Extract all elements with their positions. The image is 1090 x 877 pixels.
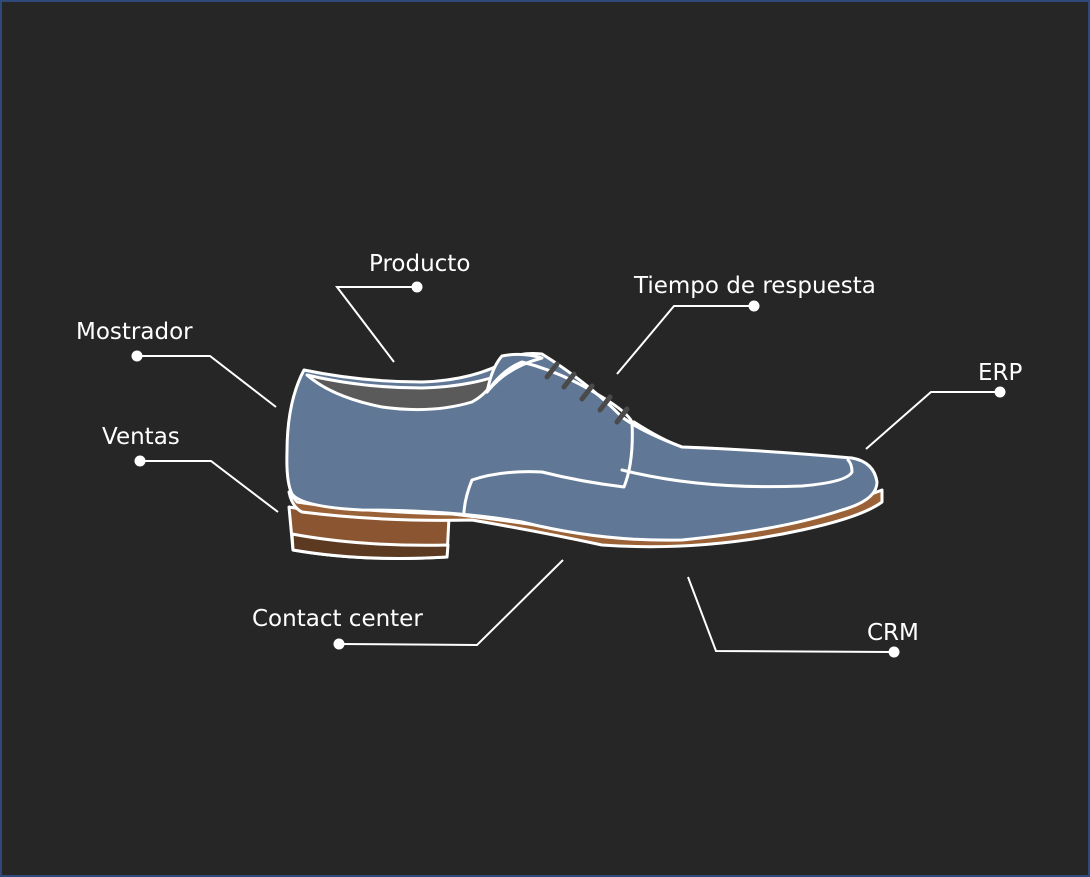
leader-ventas bbox=[140, 460, 279, 513]
shoe-icon bbox=[285, 352, 884, 560]
leader-contact-center bbox=[338, 559, 564, 647]
label-mostrador: Mostrador bbox=[76, 319, 193, 345]
apron-stitch bbox=[620, 458, 854, 489]
leader-dots bbox=[131, 281, 1006, 658]
leader-crm bbox=[687, 576, 895, 653]
heel-bottom-layer bbox=[290, 532, 450, 560]
dot-mostrador bbox=[131, 350, 143, 362]
leader-erp bbox=[865, 391, 1000, 450]
dot-producto bbox=[411, 281, 423, 293]
dot-erp bbox=[994, 386, 1006, 398]
dot-contact-center bbox=[333, 638, 345, 650]
label-ventas: Ventas bbox=[102, 424, 180, 450]
dot-ventas bbox=[134, 455, 146, 467]
leader-mostrador bbox=[137, 355, 277, 408]
leader-lines bbox=[137, 286, 1000, 653]
shoe-tongue bbox=[485, 352, 544, 394]
label-erp: ERP bbox=[978, 360, 1023, 386]
eyelet-flap bbox=[462, 360, 634, 514]
leader-tiempo-respuesta bbox=[616, 305, 754, 375]
label-producto: Producto bbox=[369, 251, 470, 277]
label-tiempo-respuesta: Tiempo de respuesta bbox=[633, 273, 876, 299]
dot-crm bbox=[888, 646, 900, 658]
vamp-line bbox=[632, 420, 684, 449]
dot-tiempo-respuesta bbox=[748, 300, 760, 312]
label-crm: CRM bbox=[867, 620, 919, 646]
label-contact-center: Contact center bbox=[252, 606, 423, 632]
leader-producto bbox=[334, 286, 417, 363]
laces bbox=[544, 361, 630, 425]
